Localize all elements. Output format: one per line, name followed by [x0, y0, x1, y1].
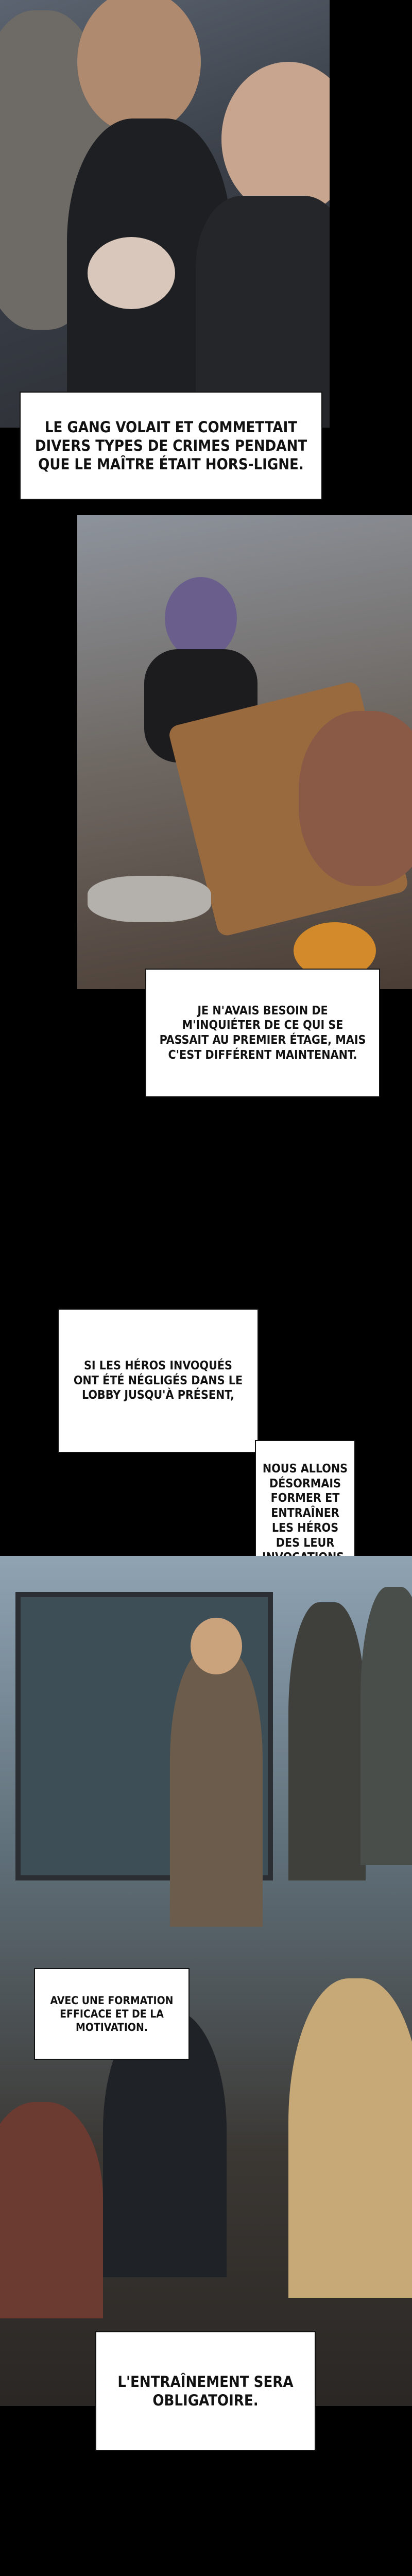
caption-first-floor: JE N'AVAIS BESOIN DE M'INQUIÉTER DE CE Q… — [145, 969, 380, 1097]
caption-efficient-training: AVEC UNE FORMATION EFFICACE ET DE LA MOT… — [34, 1968, 190, 2060]
panel-gang-scene — [0, 0, 330, 428]
caption-mandatory-training: L'ENTRAÎNEMENT SERA OBLIGATOIRE. — [95, 2331, 316, 2451]
figure-grinning-body — [196, 196, 330, 428]
figure-purple-hair — [165, 577, 237, 659]
panel-brawl-scene — [77, 515, 412, 989]
figure-bald-eyepatch — [77, 0, 201, 134]
instructor-figure — [170, 1649, 263, 1927]
figure-screaming-man — [299, 711, 412, 886]
caption-heroes-neglected: SI LES HÉROS INVOQUÉS ONT ÉTÉ NÉGLIGÉS D… — [58, 1309, 259, 1453]
caption-gang-crimes: LE GANG VOLAIT ET COMMETTAIT DIVERS TYPE… — [20, 392, 322, 500]
figure-grinning-man — [221, 62, 330, 216]
fallen-figure — [88, 876, 211, 922]
hand-reaching — [88, 237, 175, 309]
audience-blonde — [288, 1978, 412, 2298]
instructor-head — [191, 1618, 242, 1674]
guard-figure-one — [288, 1602, 366, 1880]
audience-red-hair — [0, 2102, 103, 2318]
guard-figure-two — [360, 1587, 412, 1865]
